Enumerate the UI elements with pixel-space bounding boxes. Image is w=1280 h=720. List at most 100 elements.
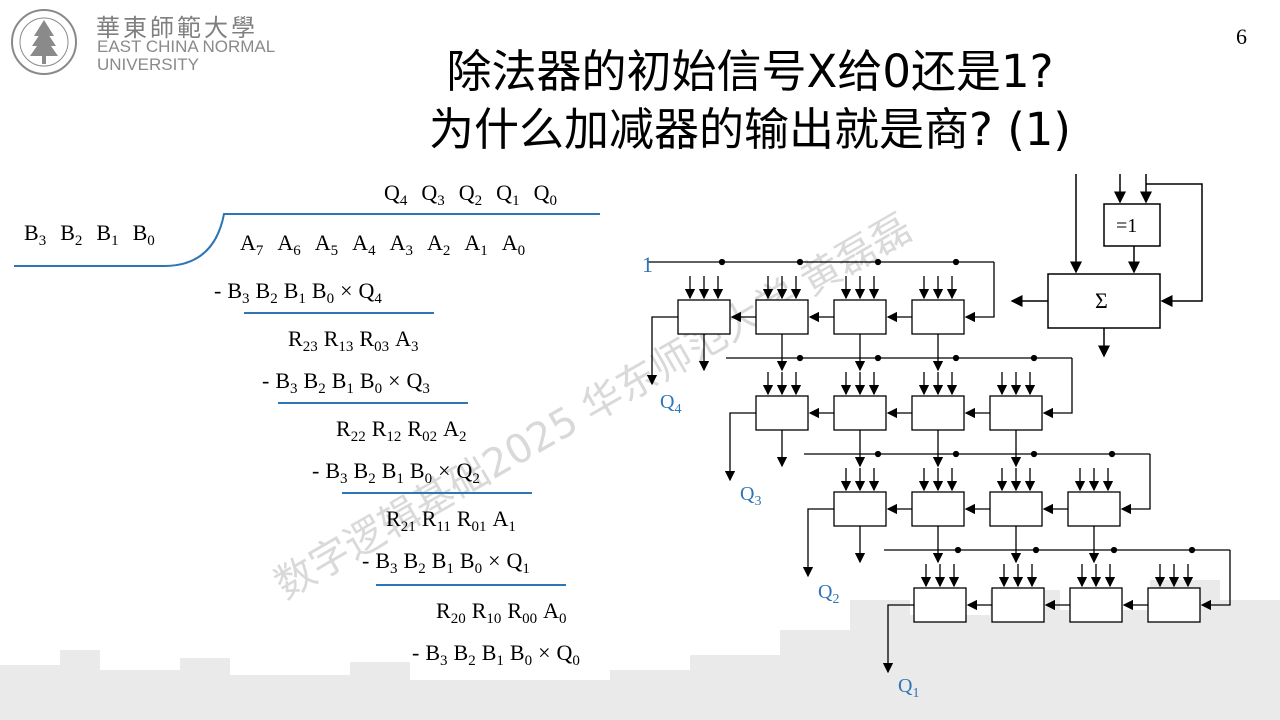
subtract-row-3-term: B1 (431, 548, 454, 577)
divisor-row-term: B0 (132, 220, 155, 249)
divisor-row-term: B2 (60, 220, 83, 249)
adder-cell (1069, 587, 1123, 623)
feedback-wire (1120, 454, 1151, 515)
remainder-row-3-term: A0 (543, 598, 567, 627)
quotient-row-term: Q1 (496, 180, 520, 209)
adder-cell (991, 587, 1045, 623)
initial-input-label: 1 (642, 252, 653, 277)
subtract-row-2-term: B2 (353, 458, 376, 487)
divisor-row-term: B3 (24, 220, 47, 249)
adder-cell (989, 395, 1043, 431)
remainder-row-3-term: R10 (471, 598, 502, 627)
sum-label: Σ (1095, 288, 1108, 313)
divisor-row-term: B1 (96, 220, 119, 249)
subtract-row-1-term: Q3 (406, 368, 430, 397)
adder-cell (911, 395, 965, 431)
dividend-row-term: A3 (389, 230, 413, 259)
subtract-row-2-term: B1 (381, 458, 404, 487)
adder-cell (1147, 587, 1201, 623)
subtract-row-3-term: Q1 (506, 548, 530, 577)
feedback-wire (964, 262, 995, 323)
remainder-row-1-term: R22 (336, 416, 366, 445)
logo-english-line1: EAST CHINA NORMAL (97, 37, 276, 56)
quotient-row-term: Q4 (384, 180, 408, 209)
quotient-output-wire (802, 508, 834, 578)
subtract-row-4-term: B3 (425, 640, 448, 669)
feedback-wire (1200, 550, 1231, 611)
adder-cell (989, 491, 1043, 527)
adder-cell (911, 299, 965, 335)
remainder-row-1-term: R12 (371, 416, 402, 445)
adder-cell (833, 299, 887, 335)
output-label-q3: Q3 (740, 483, 761, 509)
junction-dot (1110, 546, 1118, 554)
subtract-row-2-term: B3 (325, 458, 348, 487)
xor-label: =1 (1116, 215, 1137, 237)
adder-cell (911, 491, 965, 527)
subtract-row-1-term: B1 (331, 368, 354, 397)
subtract-row-4-term: B1 (481, 640, 504, 669)
junction-dot (1188, 546, 1196, 554)
remainder-row-3-term: R00 (507, 598, 538, 627)
adder-cell (755, 395, 809, 431)
dividend-row-term: A6 (277, 230, 301, 259)
adder-cell (833, 395, 887, 431)
remainder-row-3-term: R20 (436, 598, 466, 627)
remainder-row-0-term: R13 (323, 326, 354, 355)
junction-dot (1108, 450, 1116, 458)
subtract-row-1-term: B0 (359, 368, 383, 397)
university-emblem-icon (11, 9, 77, 75)
subtract-row-1-term: B2 (303, 368, 326, 397)
logo-chinese-name: 華東師範大學 (96, 14, 258, 42)
quotient-output-wire (882, 604, 914, 674)
remainder-row-0-term: A3 (395, 326, 419, 355)
adder-cell (1067, 491, 1121, 527)
subtract-row-0-term: B2 (255, 278, 278, 307)
subtract-row-0-term: Q4 (358, 278, 382, 307)
adder-legend-block (1010, 174, 1203, 358)
subtraction-rule (244, 312, 434, 314)
junction-dot (1030, 450, 1038, 458)
dividend-row-term: A0 (501, 230, 526, 259)
subtract-row-2-term: B0 (409, 458, 433, 487)
quotient-output-wire (724, 412, 756, 482)
subtract-row-3-term: B2 (403, 548, 426, 577)
junction-dot (874, 354, 882, 362)
subtract-row-4-term: × (538, 640, 551, 665)
subtract-row-4-term: Q0 (556, 640, 580, 669)
subtract-row-0-term: B3 (227, 278, 250, 307)
subtract-row-0-term: B0 (311, 278, 335, 307)
feedback-wire (1042, 358, 1073, 419)
subtract-row-3-term: - (362, 548, 370, 573)
subtract-row-3-term: × (488, 548, 501, 573)
subtraction-rule (278, 402, 468, 404)
junction-dot (796, 354, 804, 362)
junction-dot (874, 258, 882, 266)
division-bracket (14, 213, 600, 267)
remainder-row-2-term: R21 (386, 506, 416, 535)
remainder-row-2-term: R11 (421, 506, 451, 535)
output-label-q2: Q2 (818, 581, 839, 607)
output-label-q4: Q4 (660, 391, 681, 417)
quotient-output-wire (646, 316, 678, 386)
dividend-row-term: A1 (464, 230, 488, 259)
junction-dot (952, 354, 960, 362)
remainder-row-2-term: R01 (456, 506, 487, 535)
junction-dot (718, 258, 726, 266)
quotient-row-term: Q0 (533, 180, 557, 209)
junction-dot (954, 546, 962, 554)
output-label-q1: Q1 (898, 675, 919, 701)
subtract-row-2-term: - (312, 458, 320, 483)
adder-cell (913, 587, 967, 623)
remainder-row-2-term: A1 (492, 506, 516, 535)
junction-dot (874, 450, 882, 458)
